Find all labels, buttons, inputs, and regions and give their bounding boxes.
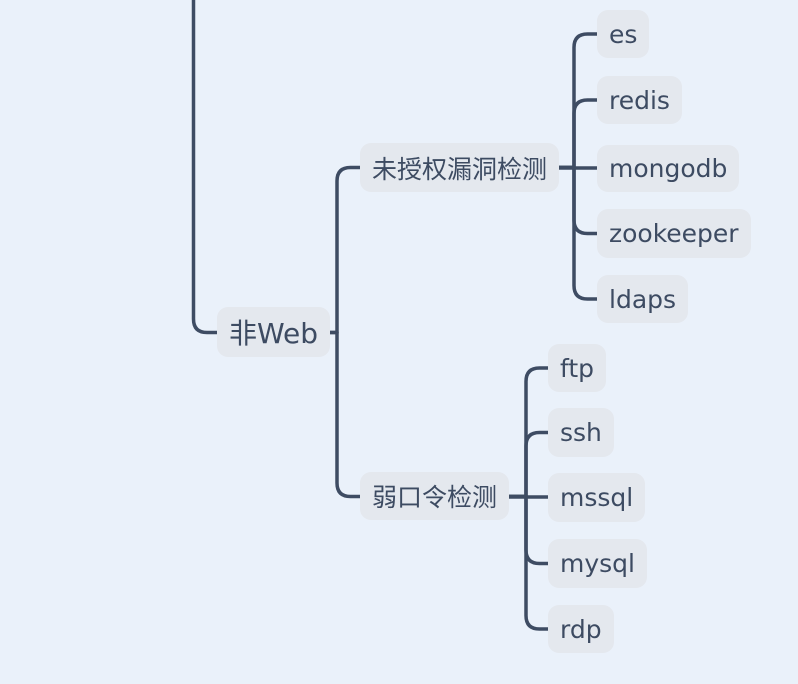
edge-unauthorized-to-es	[548, 32, 599, 170]
mindmap-node-ssh[interactable]: ssh	[548, 408, 614, 457]
mindmap-node-mysql[interactable]: mysql	[548, 539, 647, 588]
edge-unauthorized-to-ldaps	[548, 165, 599, 301]
edge-unauthorized-to-redis	[548, 98, 599, 170]
mindmap-node-ftp[interactable]: ftp	[548, 344, 607, 392]
mindmap-node-es[interactable]: es	[597, 10, 650, 58]
mindmap-node-rdp[interactable]: rdp	[548, 605, 614, 653]
mindmap-node-non-web[interactable]: 非Web	[217, 307, 331, 357]
mindmap-node-ldaps[interactable]: ldaps	[597, 275, 689, 323]
edge-weak-password-to-ssh	[499, 430, 550, 499]
mindmap-node-zookeeper[interactable]: zookeeper	[597, 209, 751, 258]
edge-non-web-to-unauthorized	[312, 165, 362, 335]
edge-parent-to-non-web	[191, 0, 219, 335]
mindmap-node-redis[interactable]: redis	[597, 76, 682, 124]
mindmap-node-unauthorized-vuln-detection[interactable]: 未授权漏洞检测	[360, 143, 560, 192]
edge-weak-password-to-rdp	[499, 494, 550, 631]
mindmap-node-weak-password-detection[interactable]: 弱口令检测	[360, 472, 510, 520]
edge-non-web-to-weak-password	[312, 330, 362, 499]
mindmap-node-mongodb[interactable]: mongodb	[597, 145, 740, 192]
edge-weak-password-to-ftp	[499, 366, 550, 499]
mindmap-node-mssql[interactable]: mssql	[548, 473, 646, 522]
